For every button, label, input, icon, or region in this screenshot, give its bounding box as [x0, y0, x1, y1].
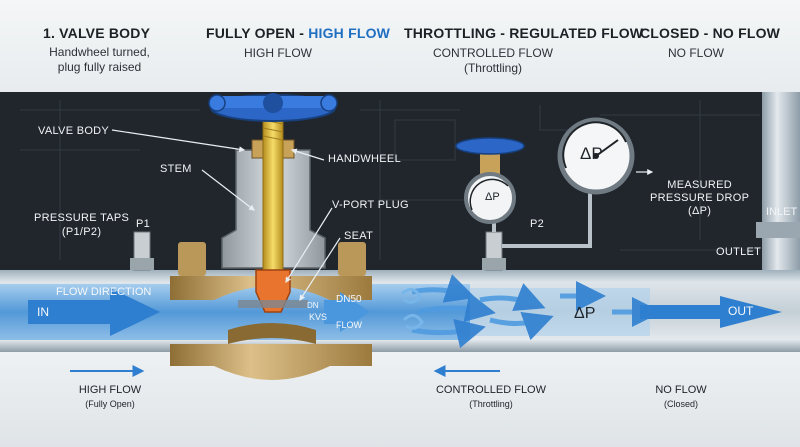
col3-subtitle: CONTROLLED FLOW (Throttling): [418, 46, 568, 76]
leader-lines: [111, 129, 341, 302]
col1-title: 1. VALVE BODY: [43, 25, 151, 41]
footer-high-flow-line1: HIGH FLOW: [78, 384, 142, 396]
col2-subtitle: HIGH FLOW: [244, 46, 312, 60]
label-p2: P2: [530, 218, 545, 230]
dark-background: [0, 92, 800, 270]
flow-arrows: [28, 288, 782, 336]
footer-controlled-flow-line1: CONTROLLED FLOW: [435, 384, 546, 396]
col2-title: FULLY OPEN - HIGH FLOW: [206, 25, 390, 41]
label-kvs: KVS: [309, 312, 328, 322]
col1-subtitle-line2: plug fully raised: [57, 60, 142, 74]
valve-stem: [262, 111, 284, 273]
label-outlet: OUTLET: [716, 246, 762, 258]
footer-high-flow: HIGH FLOW (Fully Open): [60, 383, 160, 411]
blueprint-lines: [20, 100, 760, 260]
col1-subtitle-line1: Handwheel turned,: [49, 45, 150, 59]
footer-high-flow-line2: (Fully Open): [85, 399, 135, 409]
label-measured-pressure-drop: MEASURED PRESSURE DROP (ΔP): [650, 179, 749, 218]
label-out: OUT: [728, 304, 754, 318]
label-pressure-taps: PRESSURE TAPS (P1/P2): [34, 211, 129, 239]
label-pressure-taps-line1: PRESSURE TAPS: [34, 212, 130, 224]
seat-ring: [238, 300, 308, 308]
col4-title: CLOSED - NO FLOW: [640, 25, 781, 41]
label-measured-line1: MEASURED: [667, 179, 732, 191]
label-in: IN: [37, 305, 49, 319]
label-inlet: INLET: [766, 206, 798, 218]
label-pressure-taps-line2: (P1/P2): [61, 226, 102, 238]
label-flow-direction: FLOW DIRECTION: [56, 286, 152, 298]
col3-title: THROTTLING - REGULATED FLOW: [404, 25, 644, 41]
label-flow: FLOW: [336, 320, 362, 330]
footer-no-flow-line1: NO FLOW: [655, 384, 707, 396]
label-dn: DN: [307, 301, 319, 310]
col3-subtitle-line2: (Throttling): [463, 61, 522, 75]
footer-controlled-flow: CONTROLLED FLOW (Throttling): [426, 383, 556, 411]
small-gauge-label: ΔP: [485, 191, 500, 203]
swirl-marks: [400, 288, 424, 330]
handwheel-shape: [208, 93, 338, 122]
col3-subtitle-line1: CONTROLLED FLOW: [432, 46, 553, 60]
turbulent-flow-arrows: [411, 274, 662, 349]
label-dn50: DN50: [336, 294, 362, 305]
col2-title-a: FULLY OPEN -: [206, 25, 309, 41]
large-gauge-assembly: [557, 117, 635, 195]
col1-subtitle: Handwheel turned, plug fully raised: [42, 45, 157, 75]
pressure-tap-p2: [482, 186, 592, 271]
col4-subtitle: NO FLOW: [668, 46, 724, 60]
label-p1: P1: [136, 218, 151, 230]
inlet-pipe: [762, 92, 800, 282]
col2-title-b: HIGH FLOW: [308, 25, 391, 41]
inlet-pipe-flange: [756, 222, 800, 238]
label-seat: SEAT: [344, 230, 374, 242]
valve-body-casting: [170, 242, 372, 380]
footer-controlled-flow-line2: (Throttling): [469, 399, 513, 409]
pressure-tap-p1: [130, 231, 154, 271]
large-gauge-label: ΔP: [580, 144, 603, 163]
label-stem: STEM: [160, 163, 192, 175]
label-handwheel: HANDWHEEL: [328, 153, 401, 165]
label-v-port-plug: V-PORT PLUG: [332, 199, 409, 211]
small-gauge-assembly: [455, 137, 525, 224]
label-measured-line2: PRESSURE DROP: [650, 192, 750, 204]
header-band: [0, 0, 800, 92]
label-valve-body: VALVE BODY: [38, 125, 110, 137]
label-delta-p: ΔP: [574, 305, 596, 322]
label-measured-line3: (ΔP): [688, 205, 712, 217]
footer-no-flow: NO FLOW (Closed): [636, 383, 726, 411]
footer-no-flow-line2: (Closed): [663, 399, 698, 409]
